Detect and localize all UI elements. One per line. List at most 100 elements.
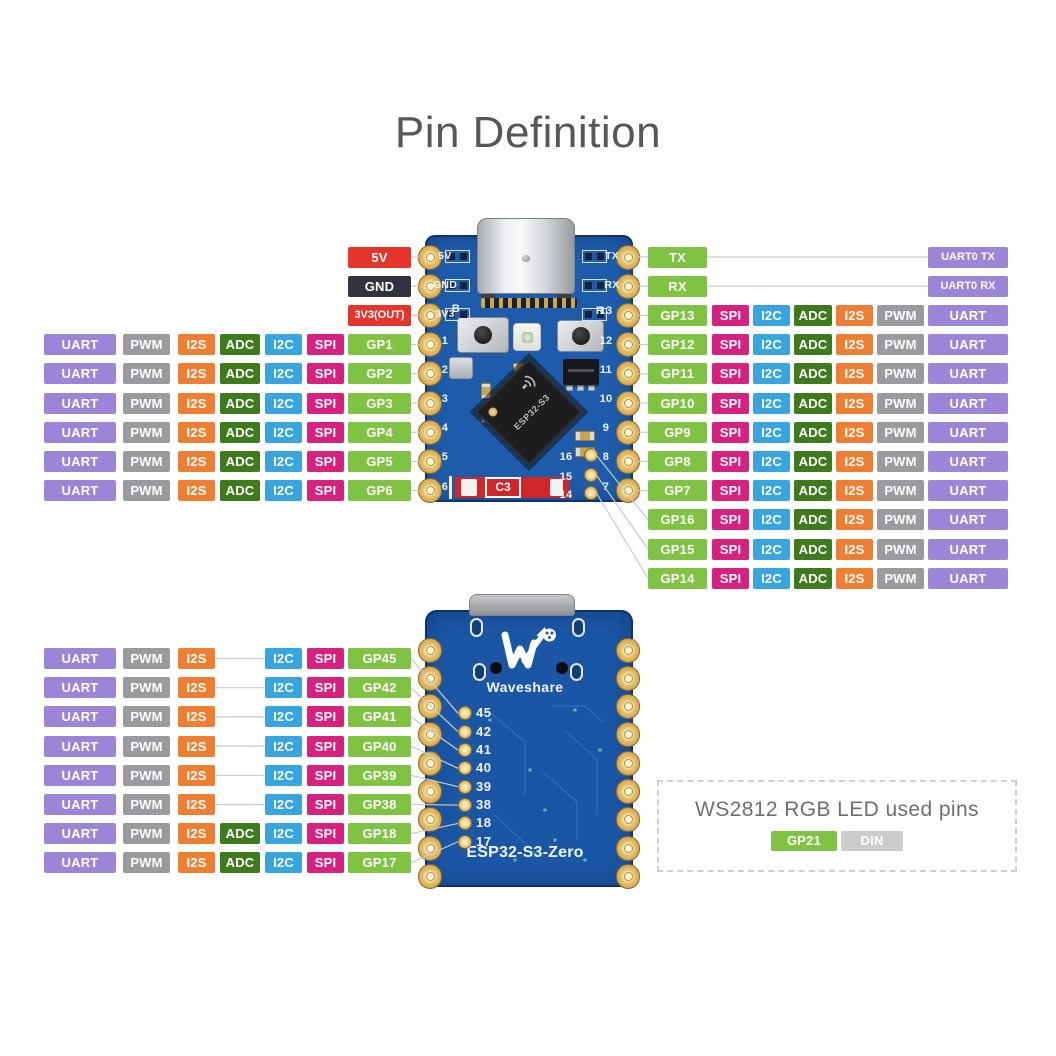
back-pad-number-40: 40 xyxy=(476,760,492,775)
badge-gp15-adc: ADC xyxy=(794,539,832,560)
badge-gp13-spi: SPI xyxy=(712,305,749,326)
badge-gp4-uart: UART xyxy=(44,422,116,443)
pin-badge-gp40: GP40 xyxy=(348,736,411,757)
badge-gp1-pwm: PWM xyxy=(123,334,170,355)
badge-gp5-pwm: PWM xyxy=(123,451,170,472)
badge-gp16-pwm: PWM xyxy=(877,509,924,530)
badge-gp38-pwm: PWM xyxy=(123,794,170,815)
badge-gp7-uart: UART xyxy=(928,480,1008,501)
pin-badge-gp17: GP17 xyxy=(348,852,411,873)
badge-gp11-uart: UART xyxy=(928,363,1008,384)
badge-gp14-uart: UART xyxy=(928,568,1008,589)
back-pad-number-39: 39 xyxy=(476,779,492,794)
badge-gp41-uart: UART xyxy=(44,706,116,727)
badge-gp38-i2s: I2S xyxy=(178,794,215,815)
usb-c-connector xyxy=(477,218,575,294)
esp32-s3-chip: ESP32-S3 xyxy=(475,358,583,466)
fiducial-dot xyxy=(556,662,568,674)
badge-gp42-i2s: I2S xyxy=(178,677,215,698)
function-badge-uart0-tx: UART0 TX xyxy=(928,247,1008,268)
silk-number-9: 9 xyxy=(602,422,610,434)
chip-wifi-logo-icon xyxy=(522,375,536,389)
badge-gp18-i2c: I2C xyxy=(265,823,302,844)
inner-pad-16 xyxy=(584,448,598,462)
pin-badge-gp5: GP5 xyxy=(348,451,411,472)
badge-gp9-adc: ADC xyxy=(794,422,832,443)
pin-badge-rx: RX xyxy=(648,276,707,297)
page-title: Pin Definition xyxy=(394,108,662,157)
pin-badge-gp8: GP8 xyxy=(648,451,707,472)
badge-gp11-pwm: PWM xyxy=(877,363,924,384)
badge-gp10-pwm: PWM xyxy=(877,393,924,414)
badge-gp15-pwm: PWM xyxy=(877,539,924,560)
badge-gp10-adc: ADC xyxy=(794,393,832,414)
badge-gp2-i2s: I2S xyxy=(178,363,215,384)
silk-number-6: 6 xyxy=(441,481,449,493)
regulator-leg xyxy=(577,385,584,391)
badge-gp2-pwm: PWM xyxy=(123,363,170,384)
badge-gp8-spi: SPI xyxy=(712,451,749,472)
badge-gp9-uart: UART xyxy=(928,422,1008,443)
badge-gp3-pwm: PWM xyxy=(123,393,170,414)
badge-gp13-i2c: I2C xyxy=(753,305,790,326)
badge-gp39-i2c: I2C xyxy=(265,765,302,786)
back-pad-right-4 xyxy=(616,722,640,747)
badge-gp15-spi: SPI xyxy=(712,539,749,560)
badge-gp11-adc: ADC xyxy=(794,363,832,384)
badge-gp7-i2s: I2S xyxy=(836,480,873,501)
badge-gp16-uart: UART xyxy=(928,509,1008,530)
silk-label-3v3: 3V3 xyxy=(435,308,455,320)
badge-gp15-i2c: I2C xyxy=(753,539,790,560)
badge-gp10-i2s: I2S xyxy=(836,393,873,414)
badge-gp4-spi: SPI xyxy=(307,422,344,443)
badge-gp10-uart: UART xyxy=(928,393,1008,414)
waveshare-logo-icon xyxy=(497,623,557,678)
badge-gp41-i2s: I2S xyxy=(178,706,215,727)
pin-badge-gp39: GP39 xyxy=(348,765,411,786)
back-pad-number-42: 42 xyxy=(476,724,492,739)
pin-badge-gp3: GP3 xyxy=(348,393,411,414)
pcb-traces xyxy=(484,705,604,862)
badge-gp8-i2s: I2S xyxy=(836,451,873,472)
badge-gp6-adc: ADC xyxy=(220,480,260,501)
badge-gp40-uart: UART xyxy=(44,736,116,757)
silk-number-3: 3 xyxy=(441,393,449,405)
badge-gp5-uart: UART xyxy=(44,451,116,472)
badge-gp16-i2s: I2S xyxy=(836,509,873,530)
mounting-slot xyxy=(570,663,583,681)
badge-gp18-spi: SPI xyxy=(307,823,344,844)
badge-gp13-i2s: I2S xyxy=(836,305,873,326)
badge-gp11-i2c: I2C xyxy=(753,363,790,384)
badge-gp9-i2c: I2C xyxy=(753,422,790,443)
regulator-component xyxy=(563,359,599,385)
badge-gp14-i2s: I2S xyxy=(836,568,873,589)
back-pad-right-9 xyxy=(616,864,640,889)
usb-pin-row xyxy=(481,298,577,308)
badge-gp41-i2c: I2C xyxy=(265,706,302,727)
badge-gp40-i2c: I2C xyxy=(265,736,302,757)
badge-gp5-adc: ADC xyxy=(220,451,260,472)
badge-gp7-pwm: PWM xyxy=(877,480,924,501)
regulator-leg xyxy=(588,385,595,391)
silk-strip xyxy=(449,476,452,499)
badge-gp16-i2c: I2C xyxy=(753,509,790,530)
badge-gp45-pwm: PWM xyxy=(123,648,170,669)
badge-gp40-spi: SPI xyxy=(307,736,344,757)
silk-label-rx: RX xyxy=(604,279,620,291)
badge-gp11-i2s: I2S xyxy=(836,363,873,384)
front-pad-left-8 xyxy=(418,449,442,474)
pin-badge-gp13: GP13 xyxy=(648,305,707,326)
badge-gp18-pwm: PWM xyxy=(123,823,170,844)
silk-number-12: 12 xyxy=(599,335,613,347)
badge-gp42-i2c: I2C xyxy=(265,677,302,698)
mounting-slot xyxy=(473,663,486,681)
front-pad-left-5 xyxy=(418,361,442,386)
pin-badge-gp16: GP16 xyxy=(648,509,707,530)
smd-pads xyxy=(582,250,607,263)
badge-gp16-adc: ADC xyxy=(794,509,832,530)
silk-number-13: 13 xyxy=(599,305,613,317)
front-pad-left-6 xyxy=(418,391,442,416)
